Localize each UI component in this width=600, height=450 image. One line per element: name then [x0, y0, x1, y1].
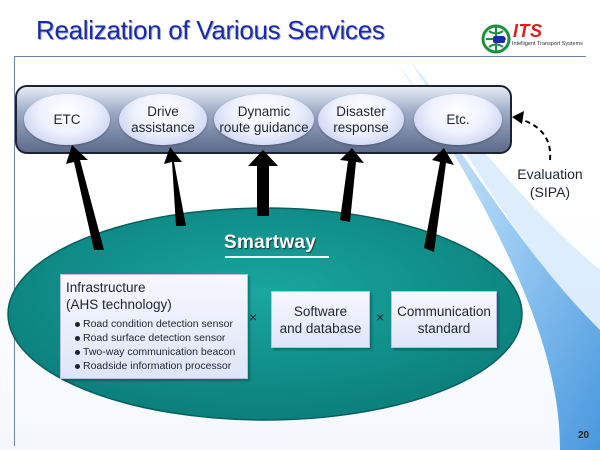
- evaluation-label: Evaluation (SIPA): [517, 166, 583, 200]
- infrastructure-title: Infrastructure (AHS technology): [66, 280, 172, 312]
- its-logo-subtitle: Intelligent Transport Systems: [512, 41, 583, 47]
- its-globe-icon: [481, 24, 511, 54]
- infrastructure-box: Infrastructure (AHS technology) Road con…: [60, 274, 248, 379]
- title-rule: [14, 56, 586, 57]
- smartway-underline: [225, 256, 329, 258]
- arrow-to-etc-other: [424, 148, 454, 252]
- arrow-to-disaster-response: [340, 148, 364, 222]
- service-etc: ETC: [24, 94, 110, 145]
- its-logo-text: ITS: [513, 21, 543, 41]
- software-box: Software and database: [271, 291, 370, 348]
- arrow-to-drive-assistance: [164, 147, 186, 226]
- multiply-symbol: ×: [376, 309, 385, 325]
- arrow-to-route-guidance: [248, 150, 278, 216]
- page-number: 20: [578, 430, 590, 441]
- page-title: Realization of Various Services: [36, 15, 385, 45]
- smartway-label: Smartway: [224, 232, 317, 253]
- multiply-symbol: ×: [249, 309, 258, 325]
- arrow-to-etc: [66, 145, 104, 250]
- left-rule: [14, 56, 15, 446]
- list-item: Road surface detection sensor: [75, 331, 235, 345]
- evaluation-dashed-arrow: [515, 117, 552, 161]
- list-item: Road condition detection sensor: [75, 317, 235, 331]
- infrastructure-list: Road condition detection sensor Road sur…: [75, 317, 235, 373]
- service-drive-assistance: Drive assistance: [119, 94, 207, 145]
- list-item: Two-way communication beacon: [75, 345, 235, 359]
- list-item: Roadside information processor: [75, 359, 235, 373]
- service-disaster-response: Disaster response: [318, 94, 404, 145]
- communication-box: Communication standard: [391, 291, 497, 348]
- wave-shape: [395, 60, 600, 450]
- service-etc-other: Etc.: [414, 94, 502, 145]
- evaluation-arrowhead: [512, 111, 524, 124]
- service-dynamic-route-guidance: Dynamic route guidance: [214, 94, 314, 145]
